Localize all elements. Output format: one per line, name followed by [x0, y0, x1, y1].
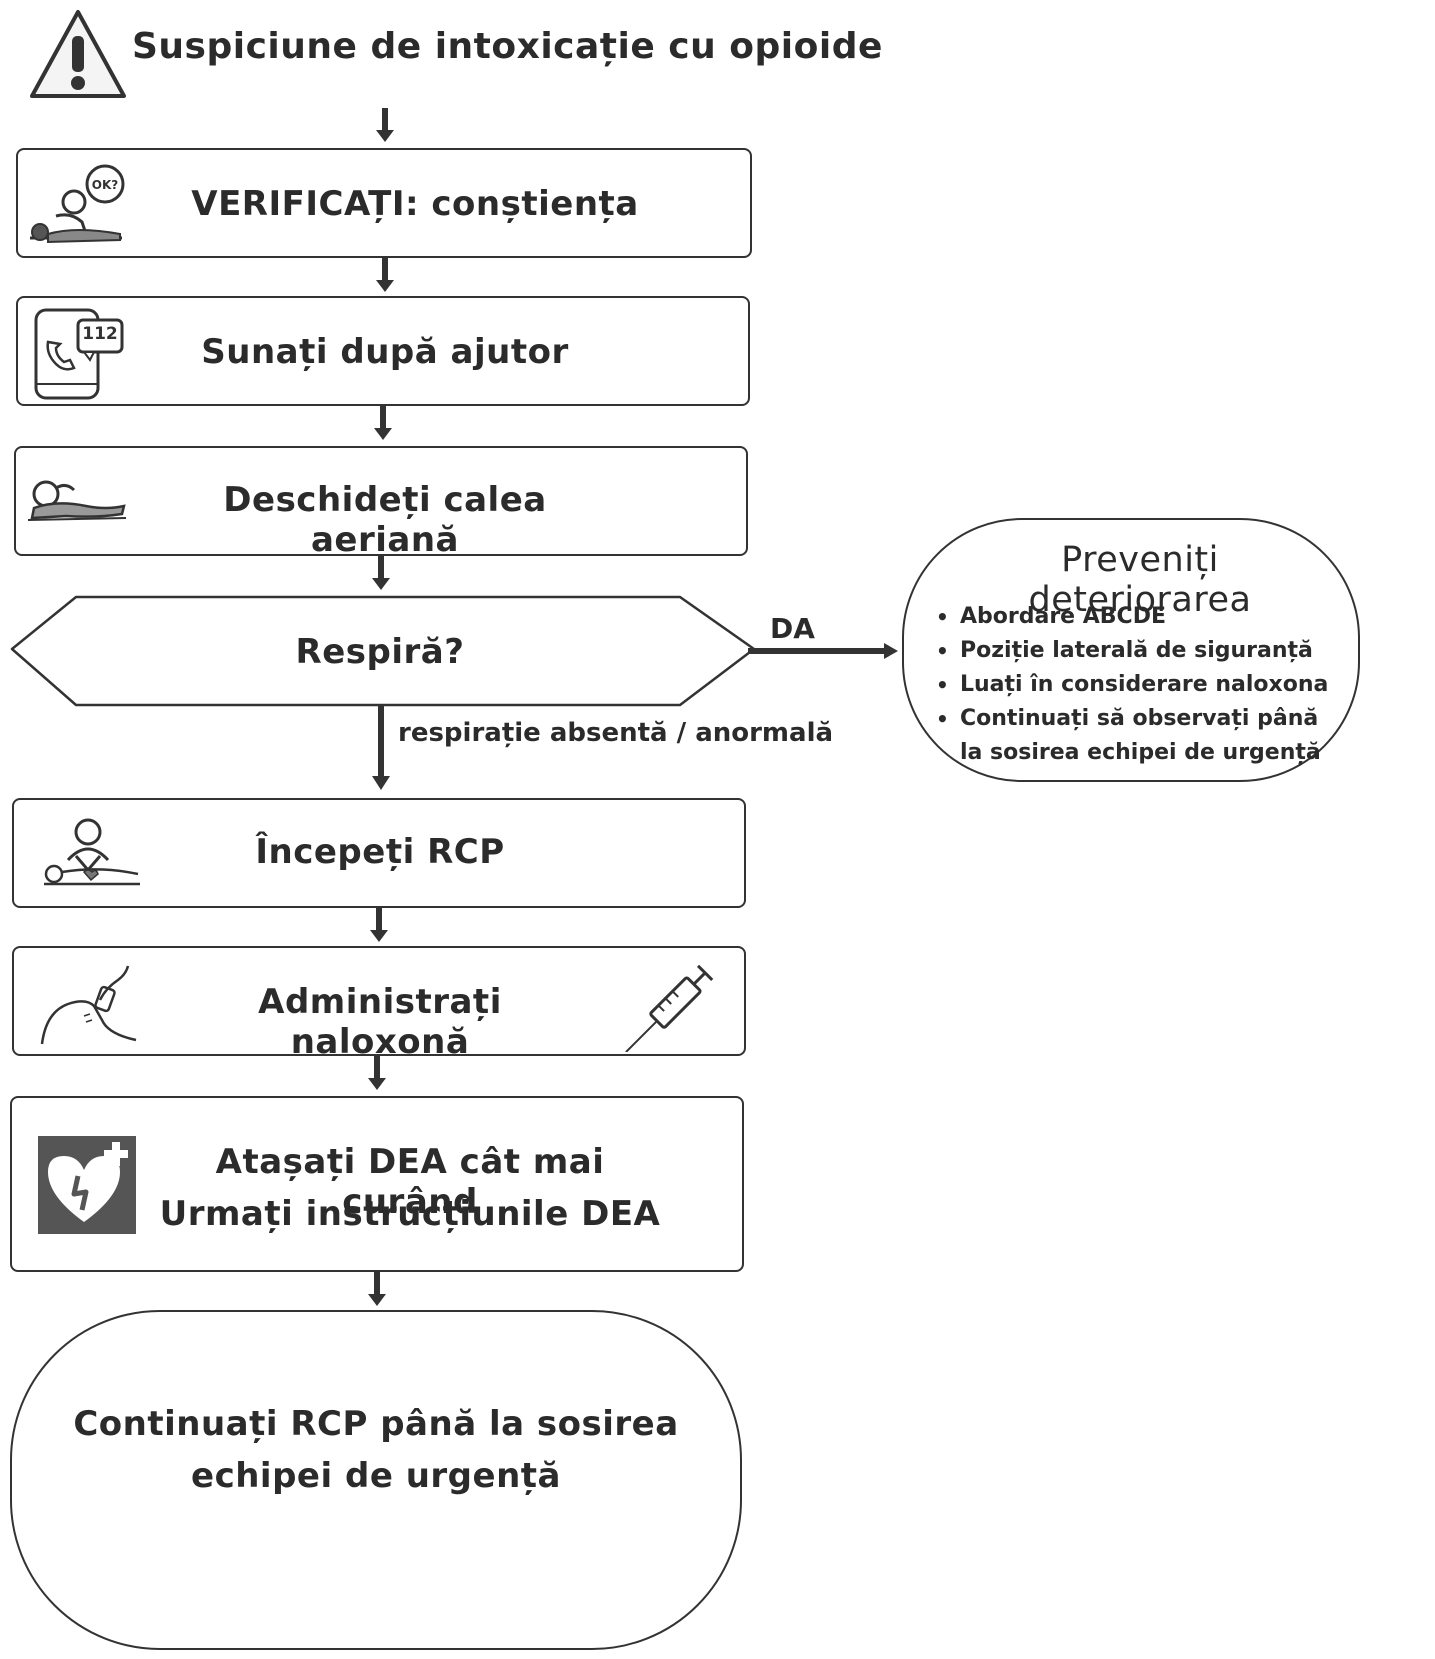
call-badge-text: 112: [82, 324, 118, 344]
arrow-down: [376, 258, 394, 292]
aed-heart-icon: [38, 1136, 136, 1234]
lying-person-icon: [26, 468, 130, 532]
cpr-person-icon: [40, 814, 144, 892]
side-list-item: Luați în considerare naloxona: [936, 668, 1342, 702]
arrow-down: [370, 908, 388, 942]
warning-triangle-icon: [28, 8, 128, 100]
step-cpr-label: Începeți RCP: [255, 832, 505, 872]
syringe-icon: [624, 956, 724, 1053]
step-naloxone-label: Administrați naloxonă: [258, 982, 502, 1062]
step-airway-box: [14, 446, 748, 556]
step-check-box: [16, 148, 752, 258]
step-check-label: VERIFICAȚI: conștiența: [191, 184, 639, 224]
step-call-label: Sunați după ajutor: [201, 332, 569, 372]
step-aed-line1: Atașați DEA cât mai curând: [215, 1142, 605, 1222]
arrow-down: [374, 406, 392, 440]
final-label: Continuați RCP până la sosirea echipei d…: [73, 1404, 679, 1496]
step-aed-line2: Urmați instrucțiunile DEA: [159, 1194, 661, 1234]
side-list-item: Poziție laterală de siguranță: [936, 634, 1342, 668]
arrow-down: [368, 1272, 386, 1306]
svg-text:OK?: OK?: [92, 178, 119, 192]
person-ok-icon: OK?: [26, 162, 130, 248]
nasal-spray-icon: [38, 960, 142, 1050]
decision-label: Respiră?: [295, 632, 465, 672]
arrow-right: [748, 643, 898, 659]
step-call-box: [16, 296, 750, 406]
phone-112-icon: [30, 302, 126, 402]
side-list-item: Abordare ABCDE: [936, 600, 1342, 634]
final-box: [10, 1310, 742, 1650]
step-airway-label: Deschideți calea aeriană: [223, 480, 547, 560]
step-cpr-box: [12, 798, 746, 908]
decision-hexagon: [10, 595, 756, 707]
arrow-down: [376, 108, 394, 142]
yes-label: DA: [770, 612, 815, 645]
side-list: Abordare ABCDE Poziție laterală de sigur…: [936, 600, 1342, 770]
no-label: respirație absentă / anormală: [398, 718, 834, 748]
side-list-item: Continuați să observați până la sosirea …: [936, 702, 1342, 770]
step-naloxone-box: [12, 946, 746, 1056]
page-title: Suspiciune de intoxicație cu opioide: [132, 26, 883, 67]
arrow-down: [368, 1056, 386, 1090]
arrow-down: [372, 556, 390, 590]
arrow-down: [372, 706, 390, 790]
